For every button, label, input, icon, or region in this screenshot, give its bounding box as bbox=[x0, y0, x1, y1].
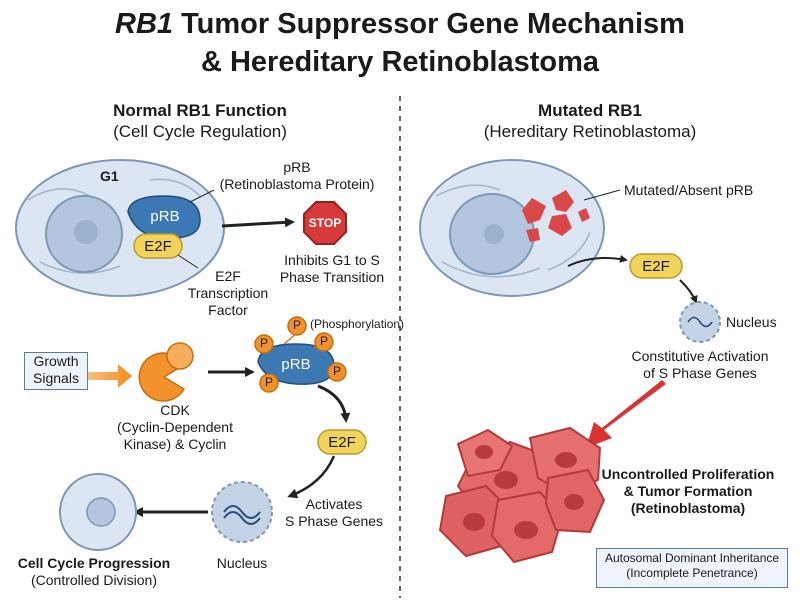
phosphate-group: P bbox=[326, 361, 348, 387]
stop-label: STOP bbox=[308, 216, 342, 230]
mutated-callout-line bbox=[583, 189, 621, 201]
dividing-cell bbox=[59, 473, 137, 551]
prb-callout-line bbox=[189, 189, 215, 203]
phosphorylation-label: (Phosphorylation) bbox=[310, 317, 405, 331]
prb2-label: pRB bbox=[281, 356, 311, 373]
e2f-to-nucleus-arrow bbox=[287, 455, 336, 499]
phosphate-group: P bbox=[313, 331, 335, 357]
g1-phase-label: G1 bbox=[100, 168, 119, 184]
proliferation-arrow bbox=[586, 380, 666, 448]
prb-label: pRB bbox=[150, 208, 180, 225]
dna-icon bbox=[223, 505, 261, 519]
e2f-free bbox=[317, 429, 367, 455]
mutated-prb-label: Mutated/Absent pRB bbox=[624, 182, 754, 198]
prb-callout: pRB(Retinoblastoma Protein) bbox=[219, 159, 375, 192]
right-subheading: (Hereditary Retinoblastoma) bbox=[483, 122, 697, 141]
e2f-nucleus-arrow bbox=[679, 279, 698, 304]
phosphate-group: P bbox=[286, 315, 308, 336]
e2f-label: E2F bbox=[144, 238, 172, 255]
mutated-cell bbox=[419, 159, 605, 297]
e2f2-label: E2F bbox=[328, 434, 356, 451]
tumor-cluster bbox=[438, 426, 606, 564]
uncontrolled-label: Uncontrolled Proliferation& Tumor Format… bbox=[601, 466, 775, 516]
e2f-bound bbox=[133, 233, 183, 259]
page-title-line1: RB1 Tumor Suppressor Gene Mechanism bbox=[0, 6, 800, 42]
right-nucleus-label: Nucleus bbox=[726, 314, 777, 330]
release-arrow bbox=[317, 384, 351, 423]
dna-icon-right bbox=[687, 316, 713, 328]
right-heading: Mutated RB1 bbox=[538, 101, 642, 120]
stop-sign-icon bbox=[303, 201, 347, 245]
left-subheading: (Cell Cycle Regulation) bbox=[113, 122, 287, 141]
progression-label: Cell Cycle Progression(Controlled Divisi… bbox=[17, 555, 171, 588]
mutated-prb-fragment bbox=[522, 198, 546, 224]
title-rest: Tumor Suppressor Gene Mechanism bbox=[173, 8, 685, 40]
growth-signal-arrow bbox=[88, 364, 132, 388]
e2f-unbound bbox=[629, 253, 683, 279]
cyclin-icon bbox=[166, 342, 194, 370]
gene-name: RB1 bbox=[115, 8, 174, 40]
phosphate-group: P bbox=[253, 333, 275, 359]
e2f-callout-line bbox=[177, 254, 199, 269]
left-heading: Normal RB1 Function bbox=[113, 101, 287, 120]
left-nucleus-label: Nucleus bbox=[216, 555, 268, 571]
inhibit-arrow bbox=[221, 217, 295, 228]
e2f-release-arrow bbox=[567, 254, 628, 267]
phosphate-group: P bbox=[258, 372, 280, 398]
right-e2f-label: E2F bbox=[642, 258, 670, 275]
inheritance-box: Autosomal Dominant Inheritance(Incomplet… bbox=[596, 548, 788, 588]
tumor-nuclei bbox=[463, 445, 584, 539]
g1-cell bbox=[15, 159, 225, 297]
page-title-line2: & Hereditary Retinoblastoma bbox=[200, 46, 600, 78]
